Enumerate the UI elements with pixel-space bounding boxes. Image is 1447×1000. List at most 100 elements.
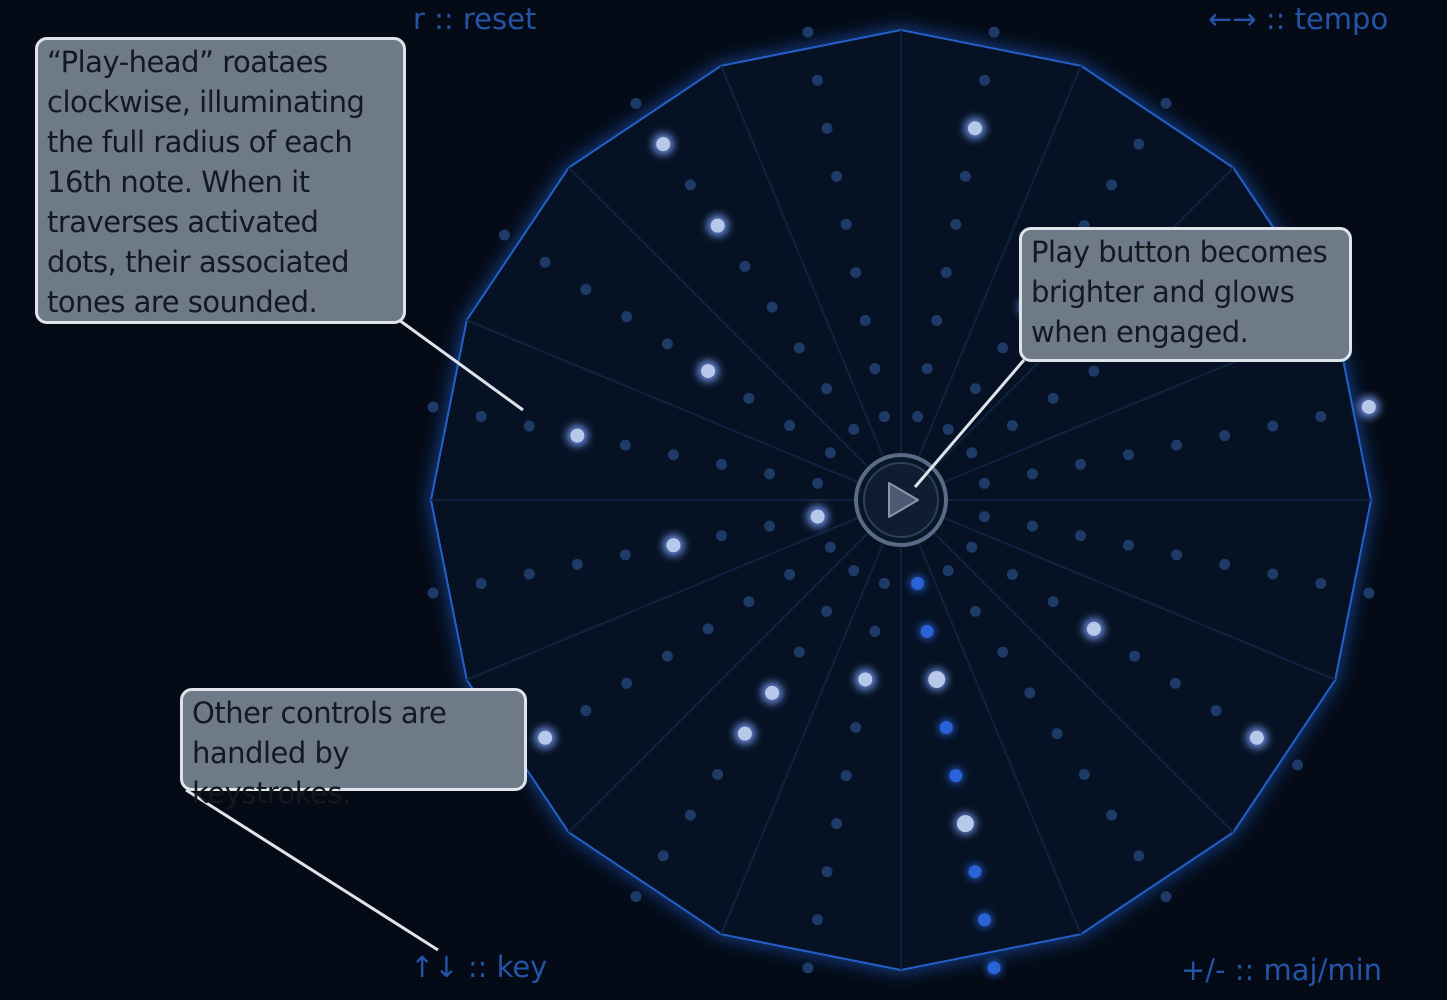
note-dot[interactable]	[978, 477, 990, 489]
note-dot[interactable]	[978, 511, 990, 523]
note-dot[interactable]	[764, 520, 776, 532]
note-dot[interactable]	[1006, 568, 1018, 580]
note-dot[interactable]	[793, 646, 805, 658]
note-dot[interactable]	[1129, 650, 1141, 662]
note-dot[interactable]	[1047, 392, 1059, 404]
note-dot[interactable]	[997, 646, 1009, 658]
note-dot[interactable]	[1123, 539, 1135, 551]
active-note-dot[interactable]	[765, 685, 780, 700]
note-dot[interactable]	[802, 26, 814, 38]
note-dot[interactable]	[831, 170, 843, 182]
playhead-dot[interactable]	[920, 624, 934, 638]
note-dot[interactable]	[848, 423, 860, 435]
note-dot[interactable]	[869, 625, 881, 637]
note-dot[interactable]	[848, 565, 860, 577]
playhead-dot[interactable]	[911, 576, 925, 590]
note-dot[interactable]	[1026, 520, 1038, 532]
note-dot[interactable]	[1133, 138, 1145, 150]
note-dot[interactable]	[1171, 439, 1183, 451]
note-dot[interactable]	[869, 363, 881, 375]
note-dot[interactable]	[571, 558, 583, 570]
note-dot[interactable]	[661, 338, 673, 350]
note-dot[interactable]	[1267, 568, 1279, 580]
note-dot[interactable]	[966, 447, 978, 459]
note-dot[interactable]	[831, 818, 843, 830]
playhead-dot[interactable]	[977, 913, 991, 927]
note-dot[interactable]	[1024, 687, 1036, 699]
note-dot[interactable]	[739, 260, 751, 272]
note-dot[interactable]	[821, 866, 833, 878]
note-dot[interactable]	[802, 962, 814, 974]
note-dot[interactable]	[812, 477, 824, 489]
note-dot[interactable]	[1171, 549, 1183, 561]
note-dot[interactable]	[621, 677, 633, 689]
note-dot[interactable]	[619, 549, 631, 561]
note-dot[interactable]	[743, 596, 755, 608]
note-dot[interactable]	[684, 179, 696, 191]
note-dot[interactable]	[959, 170, 971, 182]
note-dot[interactable]	[1210, 705, 1222, 717]
note-dot[interactable]	[1047, 596, 1059, 608]
note-dot[interactable]	[766, 301, 778, 313]
note-dot[interactable]	[878, 411, 890, 423]
note-dot[interactable]	[1078, 768, 1090, 780]
note-dot[interactable]	[850, 266, 862, 278]
note-dot[interactable]	[1315, 577, 1327, 589]
note-dot[interactable]	[1292, 759, 1304, 771]
active-note-dot[interactable]	[737, 726, 752, 741]
active-note-dot[interactable]	[701, 364, 716, 379]
note-dot[interactable]	[1219, 558, 1231, 570]
note-dot[interactable]	[942, 423, 954, 435]
note-dot[interactable]	[821, 122, 833, 134]
active-note-dot[interactable]	[1361, 399, 1376, 414]
note-dot[interactable]	[966, 541, 978, 553]
note-dot[interactable]	[1026, 468, 1038, 480]
note-dot[interactable]	[580, 705, 592, 717]
note-dot[interactable]	[850, 722, 862, 734]
note-dot[interactable]	[621, 311, 633, 323]
note-dot[interactable]	[684, 809, 696, 821]
active-note-dot[interactable]	[967, 121, 982, 136]
note-dot[interactable]	[743, 392, 755, 404]
note-dot[interactable]	[1160, 97, 1172, 109]
note-dot[interactable]	[940, 266, 952, 278]
note-dot[interactable]	[427, 587, 439, 599]
note-dot[interactable]	[539, 256, 551, 268]
playhead-dot[interactable]	[939, 721, 953, 735]
note-dot[interactable]	[667, 449, 679, 461]
active-note-dot[interactable]	[570, 428, 585, 443]
note-dot[interactable]	[784, 420, 796, 432]
note-dot[interactable]	[1123, 449, 1135, 461]
active-note-dot[interactable]	[928, 670, 946, 688]
active-note-dot[interactable]	[810, 509, 825, 524]
note-dot[interactable]	[1106, 179, 1118, 191]
note-dot[interactable]	[1169, 677, 1181, 689]
note-dot[interactable]	[1074, 530, 1086, 542]
playhead-dot[interactable]	[949, 769, 963, 783]
active-note-dot[interactable]	[1086, 621, 1101, 636]
note-dot[interactable]	[498, 229, 510, 241]
note-dot[interactable]	[661, 650, 673, 662]
note-dot[interactable]	[824, 447, 836, 459]
active-note-dot[interactable]	[858, 672, 873, 687]
note-dot[interactable]	[821, 605, 833, 617]
note-dot[interactable]	[793, 342, 805, 354]
active-note-dot[interactable]	[1249, 730, 1264, 745]
note-dot[interactable]	[969, 383, 981, 395]
note-dot[interactable]	[921, 363, 933, 375]
note-dot[interactable]	[580, 283, 592, 295]
note-dot[interactable]	[630, 891, 642, 903]
note-dot[interactable]	[840, 218, 852, 230]
note-dot[interactable]	[475, 411, 487, 423]
note-dot[interactable]	[931, 315, 943, 327]
note-dot[interactable]	[969, 605, 981, 617]
note-dot[interactable]	[1133, 850, 1145, 862]
playhead-dot[interactable]	[968, 865, 982, 879]
note-dot[interactable]	[716, 530, 728, 542]
note-dot[interactable]	[1363, 587, 1375, 599]
playhead-dot[interactable]	[987, 961, 1001, 975]
note-dot[interactable]	[523, 568, 535, 580]
note-dot[interactable]	[1267, 420, 1279, 432]
note-dot[interactable]	[950, 218, 962, 230]
note-dot[interactable]	[702, 623, 714, 635]
